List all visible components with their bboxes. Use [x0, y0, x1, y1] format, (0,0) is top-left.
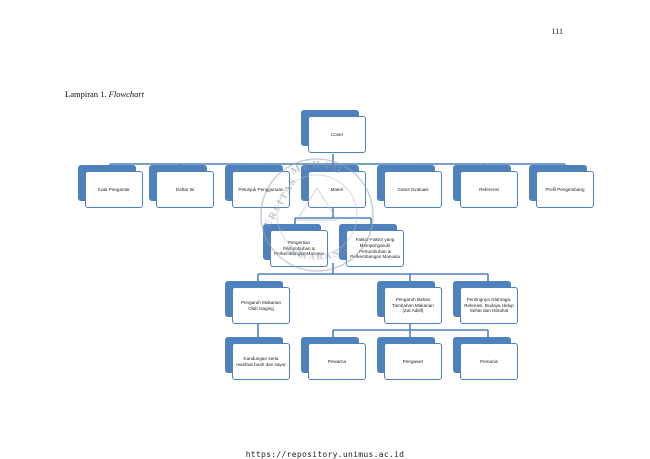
node-label: Pengaruh Bahan Tambahan Makanan (Zat Adi…	[392, 296, 434, 314]
caption-italic: Flowchart	[108, 89, 145, 99]
node-label: Game Evaluasi	[397, 186, 429, 192]
node-label: Cover	[330, 131, 344, 137]
footer-url: https://repository.unimus.ac.id	[245, 450, 405, 459]
figure-caption: Lampiran 1. Flowchart	[65, 89, 144, 99]
node-label: Pengertian Pertumbuhan & Perkembangan Ma…	[274, 239, 324, 257]
node-label: Referensi	[479, 186, 499, 192]
caption-prefix: Lampiran 1.	[65, 89, 109, 99]
node-label: Profil Pengembang	[545, 186, 585, 192]
node-label: Pemanis	[480, 358, 498, 364]
node-label: Pewarna	[327, 358, 347, 364]
node-label: Pengawet	[402, 358, 424, 364]
node-label: Pentingnya Olahraga, Rekreasi, Budaya Hi…	[464, 296, 514, 314]
node-label: Pengaruh Makanan Olah Daging	[240, 299, 282, 311]
node-label: Petunjuk Penggunaan	[238, 186, 284, 192]
page-number: 111	[551, 27, 563, 36]
node-label: Faktor-Faktor yang Mempengaruhi Pertumbu…	[350, 237, 400, 260]
node-label: Daftar Isi	[175, 186, 195, 192]
node-label: Kandungan serta manfaat buah dan sayur	[236, 355, 286, 367]
node-label: Kata Pengantar	[98, 186, 130, 192]
node-label: Materi	[330, 186, 344, 192]
